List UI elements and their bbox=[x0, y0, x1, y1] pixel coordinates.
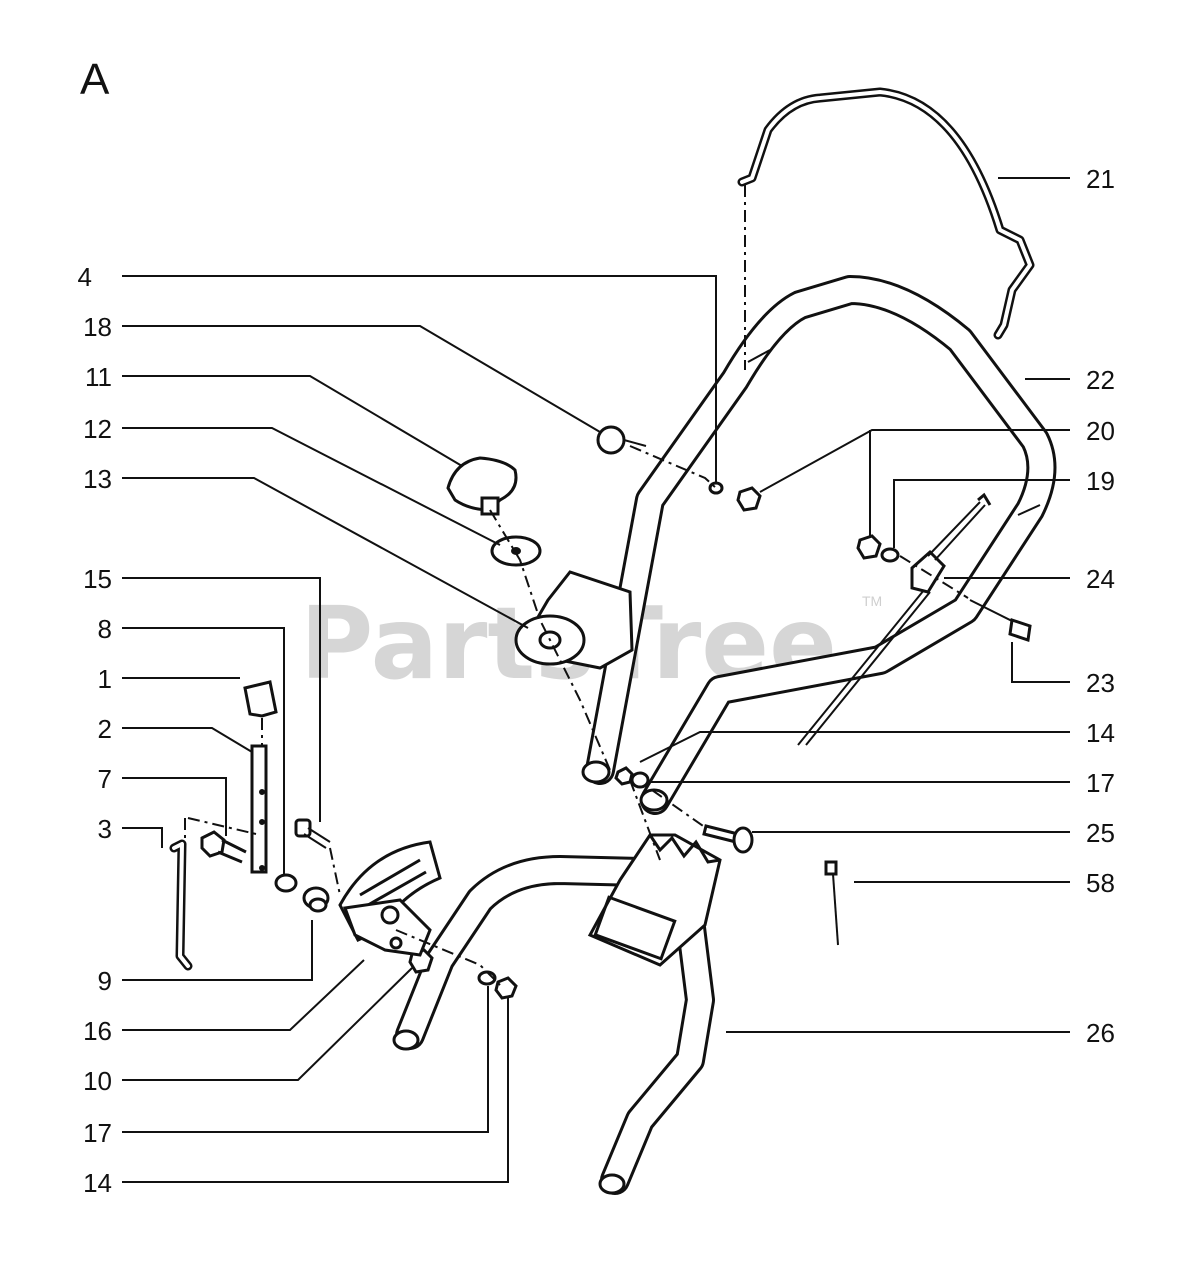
part-7-bolt bbox=[200, 830, 247, 864]
callout-21: 21 bbox=[1086, 164, 1115, 194]
callout-7: 7 bbox=[98, 764, 112, 794]
callout-3: 3 bbox=[98, 814, 112, 844]
callout-17-lower: 17 bbox=[83, 1118, 112, 1148]
callout-8: 8 bbox=[98, 614, 112, 644]
leader-lines bbox=[122, 177, 1070, 1183]
callout-20: 20 bbox=[1086, 416, 1115, 446]
callout-15: 15 bbox=[83, 564, 112, 594]
assembly-centerlines bbox=[184, 185, 969, 986]
callout-25: 25 bbox=[1086, 818, 1115, 848]
callout-2: 2 bbox=[98, 714, 112, 744]
part-4-washer bbox=[708, 481, 724, 495]
callout-17-upper: 17 bbox=[1086, 768, 1115, 798]
callout-13: 13 bbox=[83, 464, 112, 494]
watermark-trademark: TM bbox=[862, 593, 882, 609]
section-label: A bbox=[80, 55, 110, 104]
rack-bracket bbox=[587, 833, 722, 967]
part-3-link-rod bbox=[169, 839, 193, 971]
callout-16: 16 bbox=[83, 1016, 112, 1046]
callout-26: 26 bbox=[1086, 1018, 1115, 1048]
part-2-lever bbox=[250, 744, 268, 874]
part-22-upper-handle bbox=[581, 275, 1057, 815]
part-25-bolt bbox=[702, 824, 754, 854]
callout-14-upper: 14 bbox=[1086, 718, 1115, 748]
callout-10: 10 bbox=[83, 1066, 112, 1096]
part-14-nut-lower bbox=[494, 976, 518, 1000]
part-17-washer-upper bbox=[630, 771, 650, 789]
callout-labels: 4 18 11 12 13 15 8 1 2 7 3 9 16 10 17 14… bbox=[78, 164, 1115, 1198]
callout-9: 9 bbox=[98, 966, 112, 996]
callout-1: 1 bbox=[98, 664, 112, 694]
part-21-control-bail bbox=[737, 87, 1035, 340]
part-18-clip bbox=[596, 425, 647, 455]
part-1-grip bbox=[243, 680, 278, 718]
part-16-height-sector bbox=[338, 840, 442, 957]
part-11-knob bbox=[446, 456, 518, 516]
callout-4: 4 bbox=[78, 262, 92, 292]
callout-23: 23 bbox=[1086, 668, 1115, 698]
callout-22: 22 bbox=[1086, 365, 1115, 395]
part-23-bolt bbox=[969, 599, 1032, 642]
callout-11: 11 bbox=[85, 362, 112, 392]
callout-12: 12 bbox=[83, 414, 112, 444]
callout-24: 24 bbox=[1086, 564, 1115, 594]
part-24-cable-clamp bbox=[797, 492, 992, 746]
part-20-nut-right bbox=[856, 534, 882, 560]
callout-58: 58 bbox=[1086, 868, 1115, 898]
part-8-washer bbox=[274, 873, 298, 893]
callout-18: 18 bbox=[83, 312, 112, 342]
part-20-nut bbox=[736, 486, 762, 512]
callout-14-lower: 14 bbox=[83, 1168, 112, 1198]
callout-19: 19 bbox=[1086, 466, 1115, 496]
part-9-spacer bbox=[302, 886, 330, 913]
part-19-washer bbox=[880, 547, 900, 563]
part-58-cable-tie bbox=[824, 860, 839, 946]
part-15-bolt bbox=[294, 818, 331, 849]
